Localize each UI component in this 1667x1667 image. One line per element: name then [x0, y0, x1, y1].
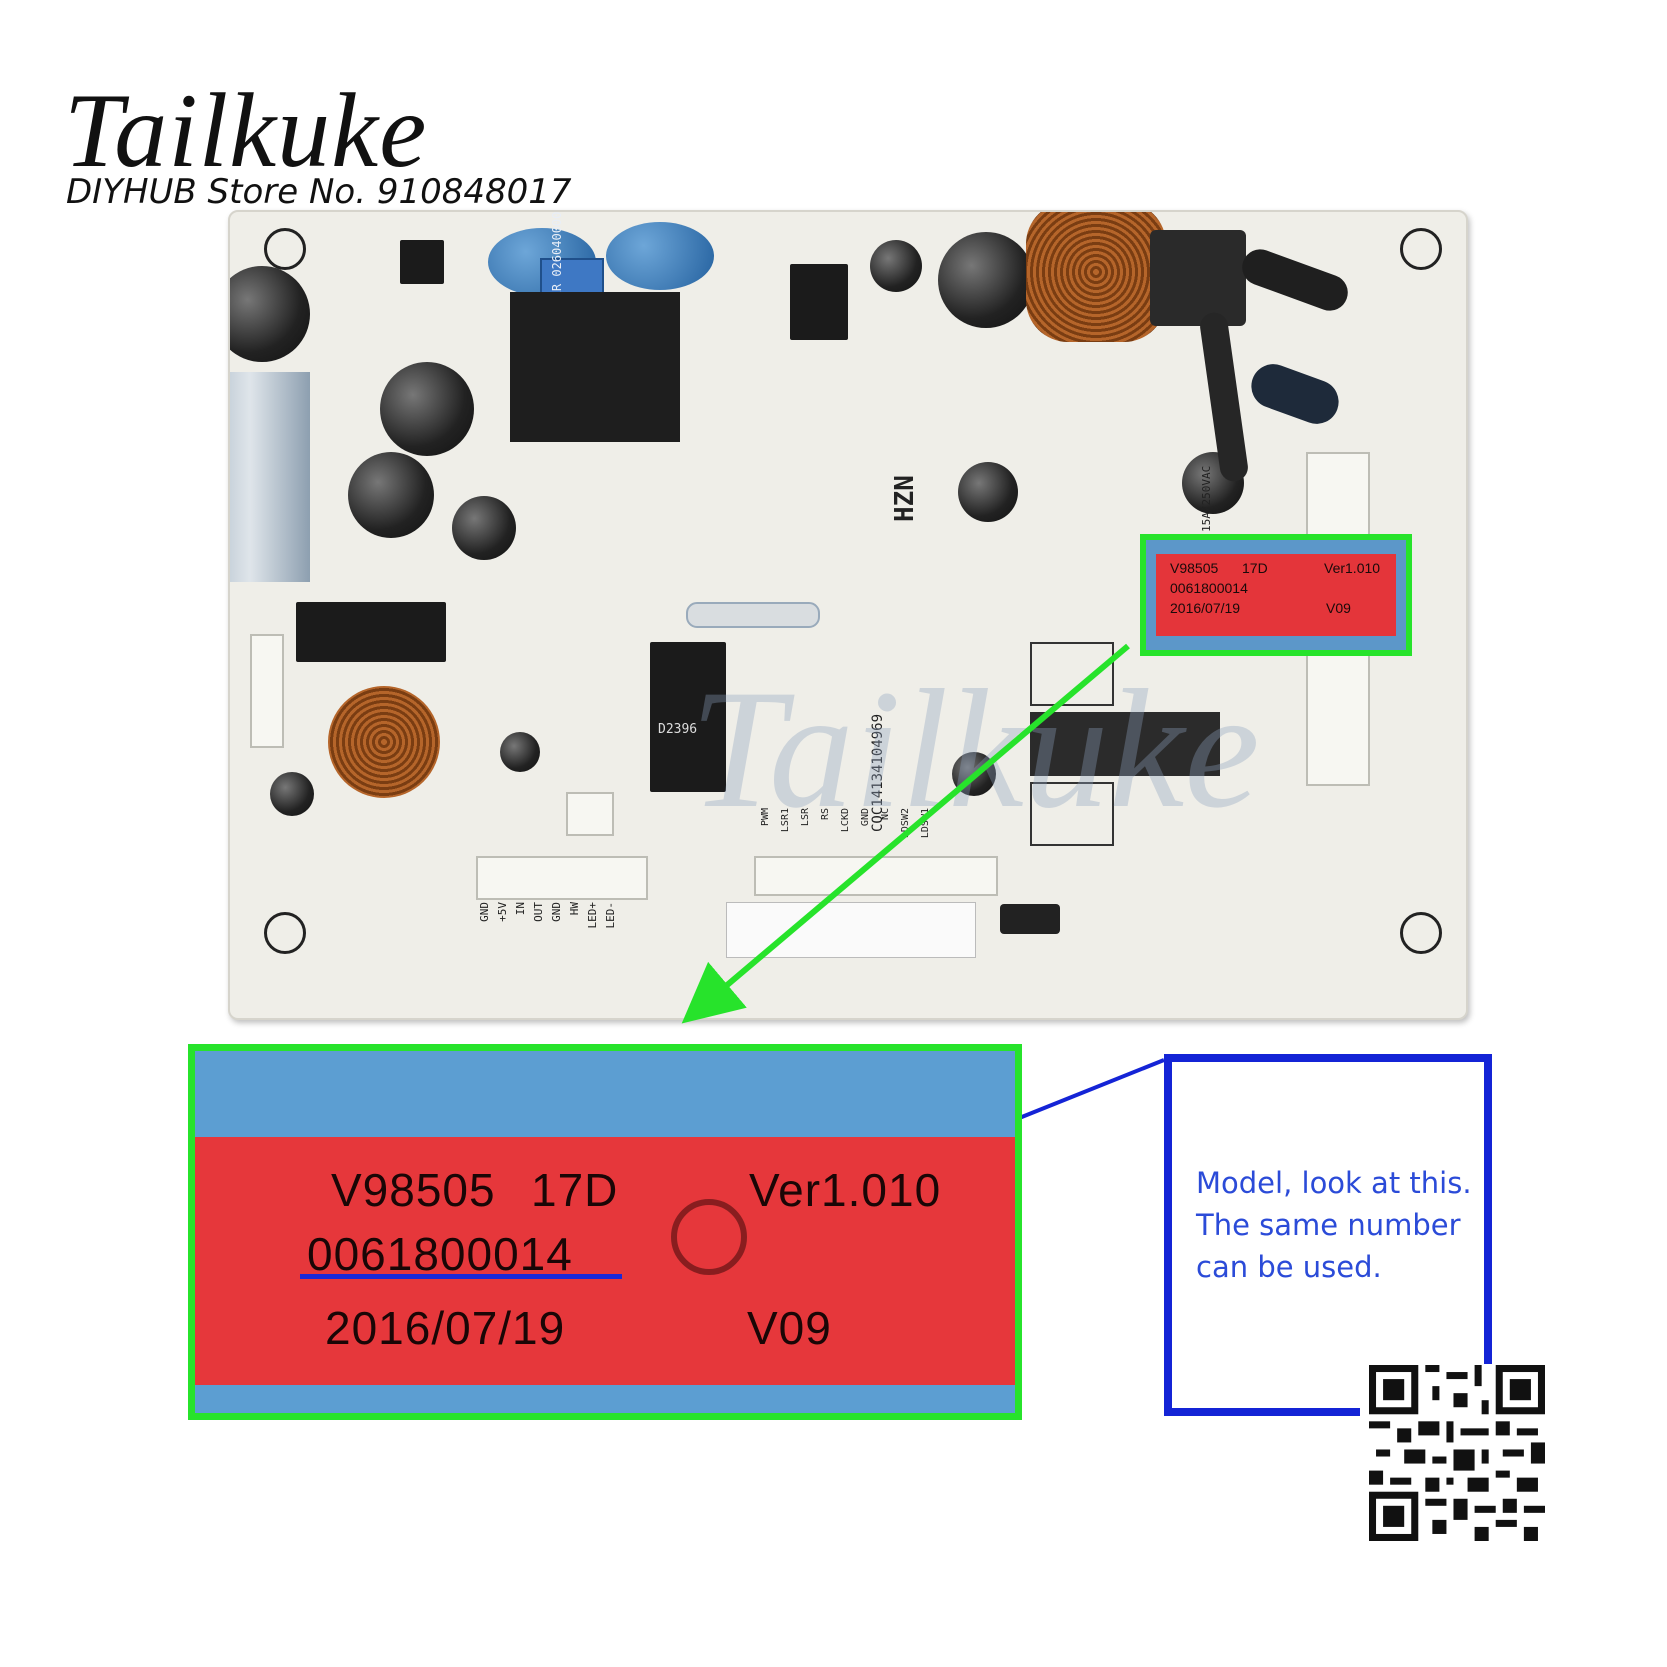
transistor-label: D2396	[658, 722, 698, 737]
relay-date-small: 2016/07/19	[1170, 600, 1241, 616]
relay-code-small: 17D	[1242, 560, 1268, 576]
relay-date: 2016/07/19	[325, 1302, 566, 1354]
capacitor	[938, 232, 1034, 328]
relay-label-highlight-small: V98505 17D Ver1.010 0061800014 2016/07/1…	[1140, 534, 1412, 656]
relay-model: V98505	[331, 1164, 496, 1216]
connector-cn7	[1000, 904, 1060, 934]
connector-cn5	[566, 792, 614, 836]
relay-part-number-small: 0061800014	[1170, 580, 1248, 596]
transistor	[400, 240, 444, 284]
relay-outline	[1030, 642, 1114, 706]
relay-code: 17D	[531, 1164, 619, 1216]
power-transistor: D2396	[650, 642, 726, 792]
capacitor	[958, 462, 1018, 522]
certification-mark-icon	[671, 1199, 747, 1275]
connector-left	[250, 634, 284, 748]
qr-code-icon	[1368, 1364, 1546, 1542]
toroid-inductor	[328, 686, 440, 798]
note-box-bottom-edge	[1164, 1408, 1360, 1416]
relay-label-red-small: V98505 17D Ver1.010 0061800014 2016/07/1…	[1156, 554, 1396, 636]
store-number: DIYHUB Store No. 910848017	[66, 172, 572, 212]
watermark: Tailkuke	[690, 655, 1260, 843]
relay-outline	[1030, 782, 1114, 846]
capacitor	[230, 266, 310, 362]
sticker-label	[726, 902, 976, 958]
relay-rev-small: V09	[1326, 600, 1351, 616]
green-arrow-icon	[681, 643, 1130, 1024]
relay-label-red-big: V98505 17D Ver1.010 0061800014 2016/07/1…	[195, 1137, 1015, 1385]
transformer-core	[510, 292, 680, 442]
ic-chip	[790, 264, 848, 340]
relay	[1030, 712, 1220, 776]
relay-model-small: V98505	[1170, 560, 1219, 576]
capacitor	[870, 240, 922, 292]
relay-label-closeup: V98505 17D Ver1.010 0061800014 2016/07/1…	[188, 1044, 1022, 1420]
note-line-2: The same number	[1196, 1208, 1461, 1242]
note-line-3: can be used.	[1196, 1250, 1382, 1284]
capacitor	[452, 496, 516, 560]
crystal	[686, 602, 820, 628]
capacitor	[270, 772, 314, 816]
mount-hole	[1400, 912, 1442, 954]
connector-cn2	[476, 856, 648, 900]
note-line-1: Model, look at this.	[1196, 1166, 1472, 1200]
relay-version-small: Ver1.010	[1324, 560, 1381, 576]
heatsink	[230, 372, 310, 582]
relay-version: Ver1.010	[749, 1164, 942, 1216]
brand-logo: Tailkuke	[64, 72, 428, 189]
inductor-block	[1150, 230, 1246, 326]
note-callout-box: Model, look at this. The same number can…	[1164, 1054, 1492, 1416]
mount-hole	[264, 228, 306, 270]
mount-hole	[1400, 228, 1442, 270]
part-number-underline	[300, 1274, 622, 1279]
relay-part-number: 0061800014	[307, 1228, 573, 1280]
y-capacitor	[606, 222, 714, 290]
mount-hole	[264, 912, 306, 954]
relay-rev: V09	[747, 1302, 832, 1354]
capacitor	[348, 452, 434, 538]
ic-chip	[296, 602, 446, 662]
capacitor	[500, 732, 540, 772]
common-mode-choke	[1026, 212, 1166, 342]
capacitor	[380, 362, 474, 456]
